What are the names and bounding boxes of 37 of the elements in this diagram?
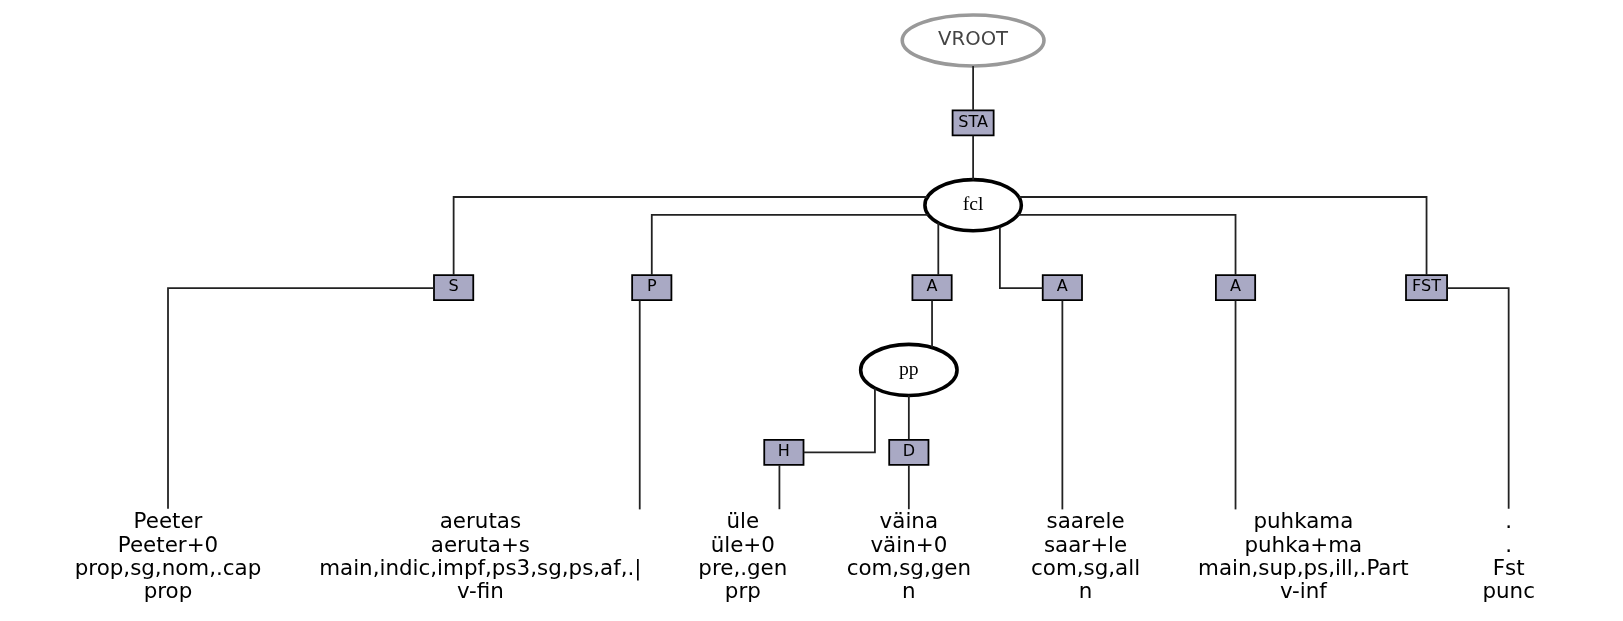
node-box: A — [1041, 274, 1083, 301]
connector — [638, 299, 641, 511]
node-text: . . Fst punc — [1481, 508, 1535, 603]
node-text: puhkama puhka+ma main,sup,ps,ill,.Part v-inf — [1197, 508, 1409, 603]
connector — [998, 226, 1043, 289]
connector — [907, 394, 910, 441]
node-box: A — [911, 274, 953, 301]
node-text: väina väin+0 com,sg,gen n — [846, 508, 971, 603]
connector — [166, 287, 434, 510]
node-box: H — [762, 438, 804, 466]
connector — [971, 134, 974, 181]
node-text: Peeter Peeter+0 prop,sg,nom,.cap prop — [74, 508, 261, 603]
node-box: FST — [1404, 274, 1448, 301]
node-ellipse: VROOT — [899, 13, 1046, 68]
connector — [1445, 287, 1510, 510]
node-box: S — [432, 274, 474, 301]
node-box: STA — [951, 109, 995, 137]
connector — [1016, 213, 1236, 276]
connector — [907, 464, 910, 511]
node-ellipse: pp — [858, 342, 959, 398]
node-text: üle üle+0 pre,.gen prp — [697, 508, 787, 603]
connector — [936, 221, 939, 276]
connector — [650, 213, 929, 276]
connector — [802, 387, 876, 454]
connector — [930, 299, 933, 349]
node-text: saarele saar+le com,sg,all n — [1030, 508, 1140, 603]
connector — [452, 196, 928, 276]
connector — [1234, 299, 1236, 511]
connector — [1017, 196, 1427, 276]
node-box: P — [630, 274, 672, 301]
connector — [1060, 299, 1063, 511]
connector — [971, 65, 974, 111]
node-box: A — [1214, 274, 1256, 301]
connector — [778, 464, 780, 511]
node-box: D — [887, 438, 929, 466]
node-text: aerutas aeruta+s main,indic,impf,ps3,sg,ps,af,.| v-fin — [318, 508, 642, 603]
node-ellipse: fcl — [922, 177, 1023, 233]
